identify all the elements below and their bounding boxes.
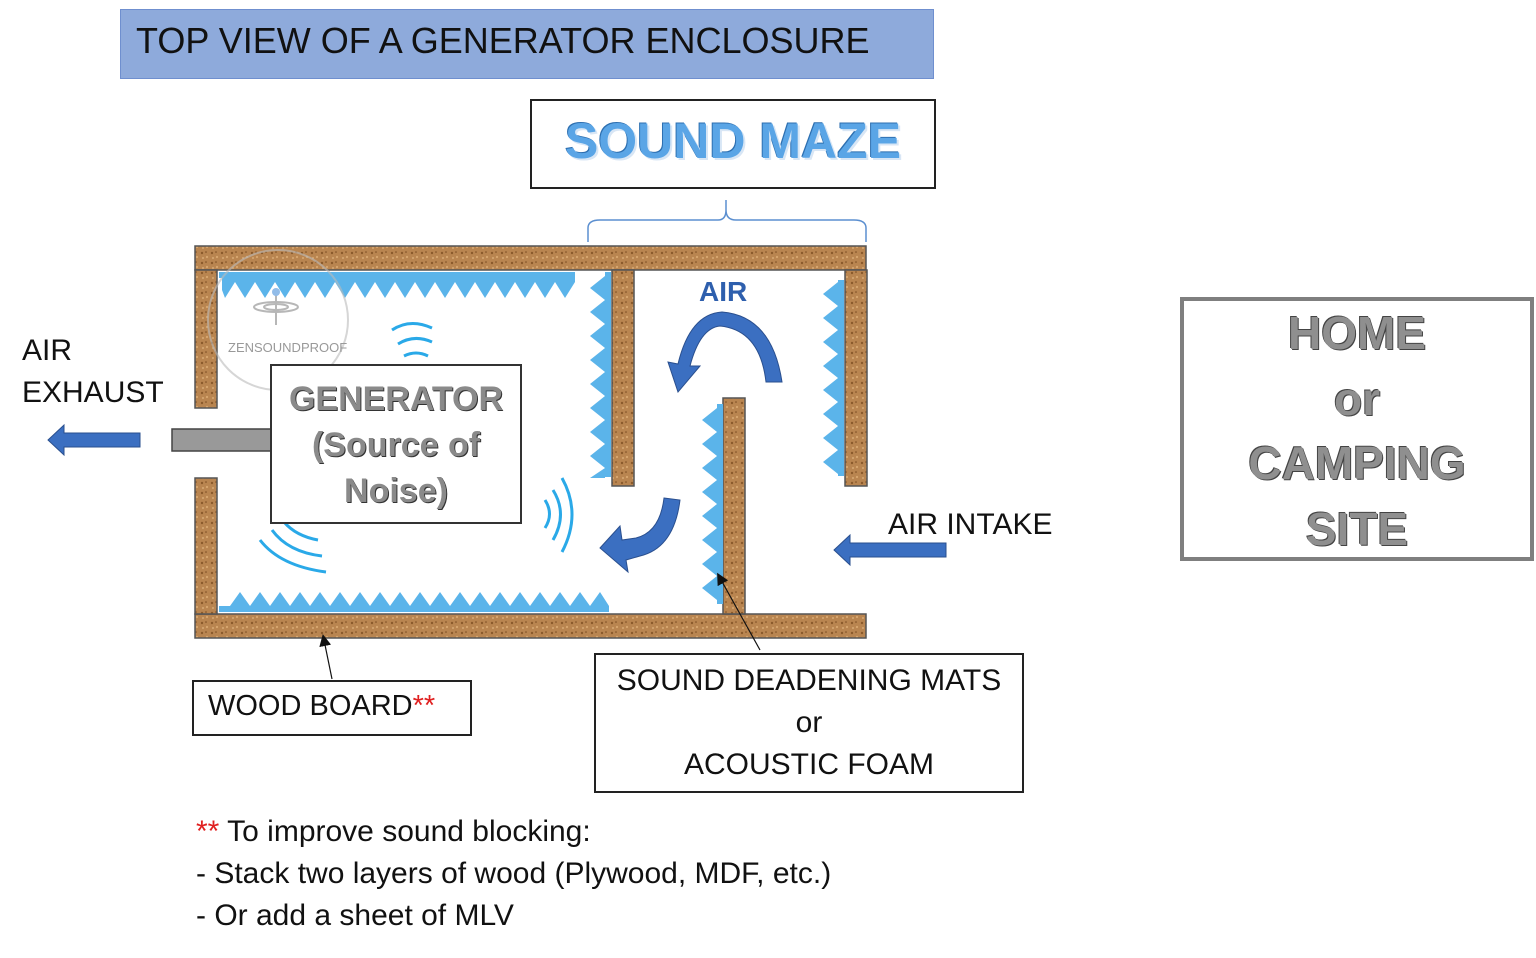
page-title: TOP VIEW OF A GENERATOR ENCLOSURE [136, 20, 870, 61]
maze-brace [587, 200, 867, 242]
mats-line3: ACOUSTIC FOAM [683, 748, 934, 781]
air-exhaust-label-line1: AIR [22, 334, 73, 367]
notes-heading-text: To improve sound blocking: [219, 815, 591, 848]
wood-pointer [319, 634, 333, 680]
acoustic-foam [219, 272, 844, 612]
generator-box [270, 364, 522, 524]
wood-board-callout [192, 680, 472, 736]
notes-item: - Stack two layers of wood (Plywood, MDF… [196, 857, 832, 890]
mats-callout [594, 653, 1024, 793]
destination-line3: CAMPING [1248, 437, 1466, 489]
mats-pointer [717, 572, 761, 651]
wood-board-marker: ** [412, 690, 436, 722]
title-banner [120, 9, 934, 79]
generator-label-line3: Noise) [344, 472, 448, 510]
air-label: AIR [699, 276, 748, 307]
wood-board-text: WOOD BOARD [208, 690, 413, 722]
mats-line1: SOUND DEADENING MATS [616, 664, 1002, 697]
sound-maze-box [530, 99, 936, 189]
destination-box [1180, 297, 1534, 561]
air-intake-label: AIR INTAKE [888, 508, 1053, 541]
air-exhaust-label-line2: EXHAUST [22, 376, 164, 409]
air-flow-arrow-icon [47, 311, 947, 574]
generator-label-line2: (Source of [311, 426, 481, 464]
wood-walls [194, 245, 868, 639]
destination-line1: HOME [1288, 307, 1426, 359]
sound-wave-icon [258, 322, 574, 574]
notes-marker: ** [196, 815, 220, 848]
logo-text: ZENSOUNDPROOF [228, 340, 348, 355]
sound-maze-label: SOUND MAZE [564, 113, 902, 169]
destination-line2: or [1334, 373, 1380, 425]
notes-heading: ** To improve sound blocking: [196, 815, 591, 849]
exhaust-pipe [171, 428, 273, 452]
wood-board-label: WOOD BOARD** [208, 690, 435, 723]
generator-label-line1: GENERATOR [288, 380, 504, 418]
destination-line4: SITE [1305, 503, 1409, 555]
mats-line2: or [795, 706, 823, 739]
notes-item: - Or add a sheet of MLV [196, 899, 514, 932]
